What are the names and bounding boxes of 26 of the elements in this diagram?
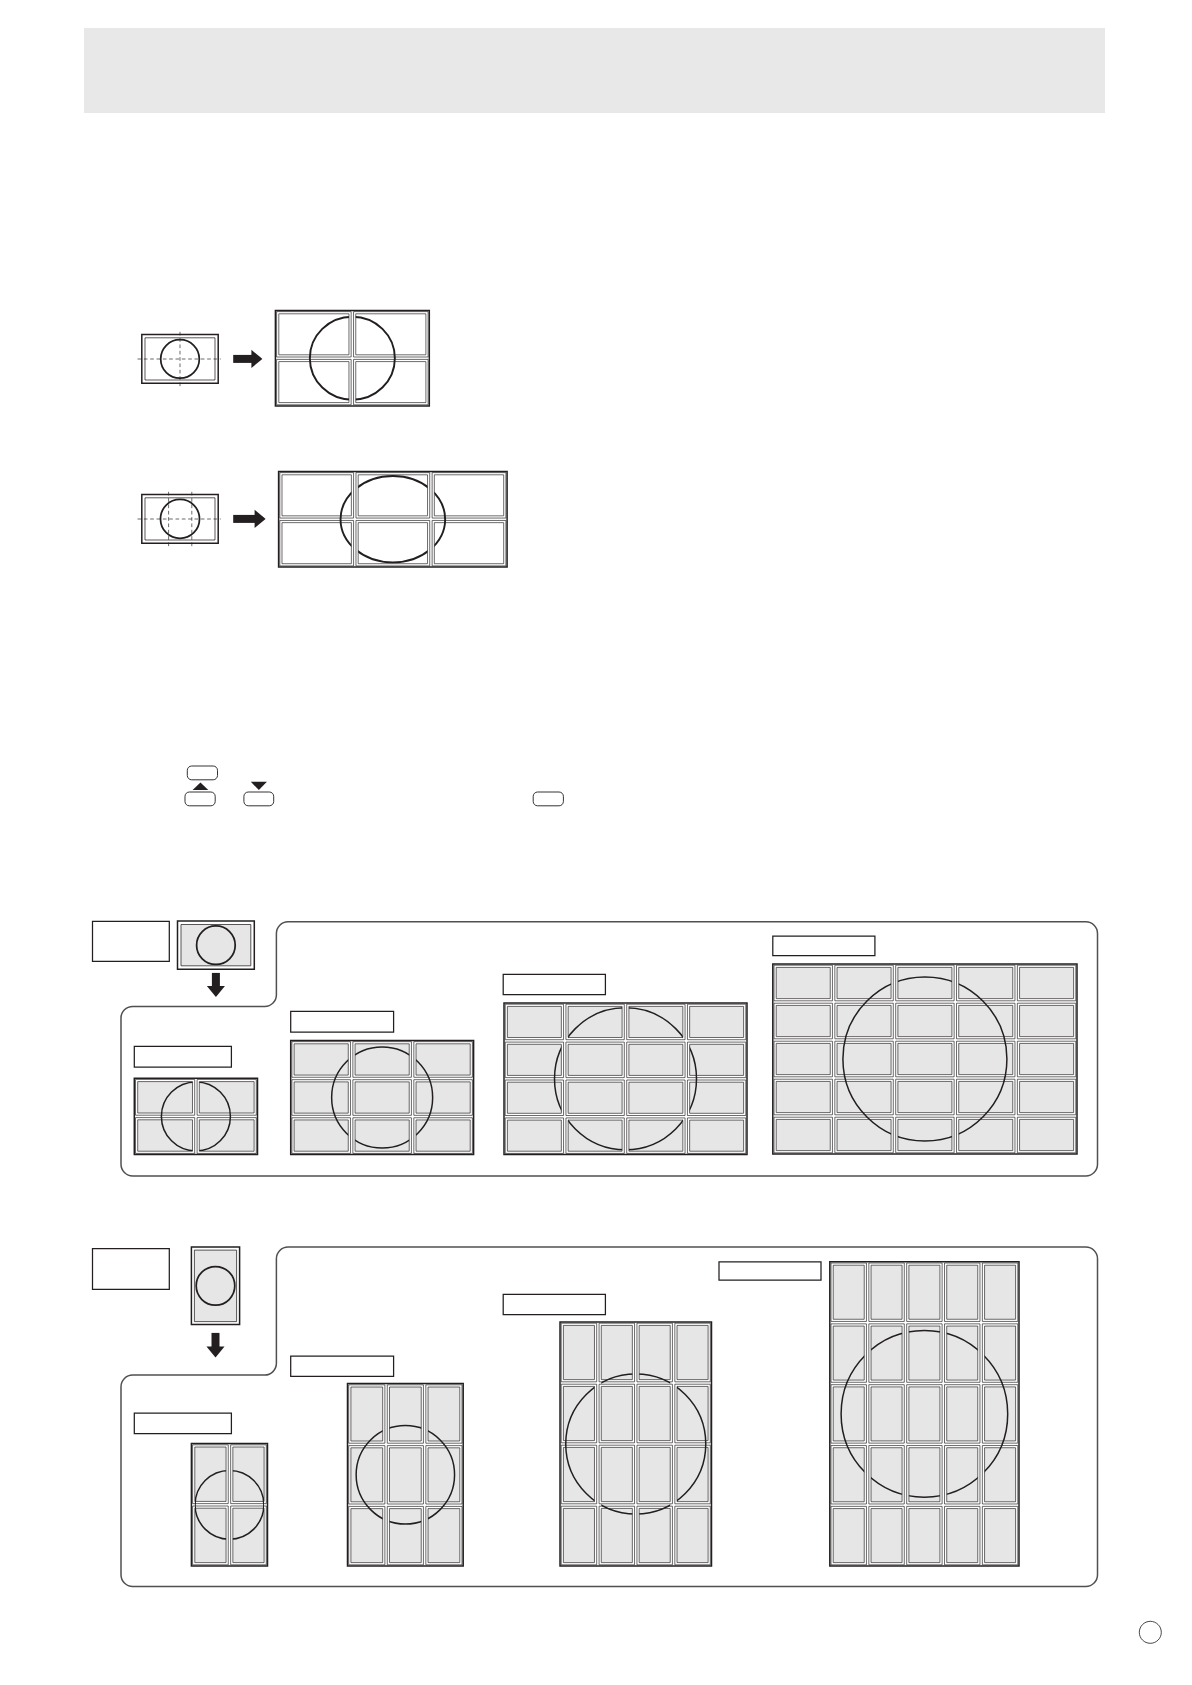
video-wall-drawing [772,963,1078,1155]
video-wall-drawing [503,1002,748,1156]
panel-outline [120,1246,1099,1588]
video-wall-drawing [277,470,508,568]
video-wall-drawing [346,1382,464,1567]
label-box [91,920,170,963]
video-wall-drawing [133,1077,259,1156]
label-box [772,935,876,957]
label-box [133,1412,233,1435]
label-box [502,973,607,996]
screen-drawing [190,1246,241,1326]
screen-drawing [176,920,256,971]
label-box [290,1355,395,1378]
panel-outline [120,921,1099,1177]
video-wall-drawing [829,1261,1020,1567]
screen-drawing [137,331,222,387]
video-wall-drawing [289,1039,475,1156]
label-box [718,1261,822,1281]
label-box [91,1248,170,1290]
label-box [290,1010,395,1033]
label-box [502,1293,607,1316]
label-box [133,1045,233,1068]
screen-drawing [137,491,222,547]
video-wall-drawing [274,309,431,407]
video-wall-drawing [190,1442,269,1567]
video-wall-drawing [559,1321,713,1567]
